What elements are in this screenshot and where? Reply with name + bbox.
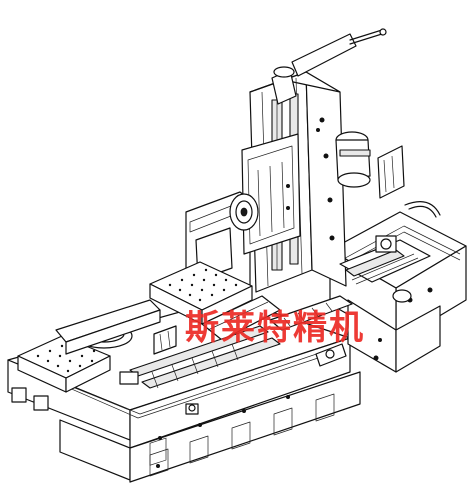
way-cover [269, 295, 353, 367]
z-axis-motor [271, 28, 387, 105]
rear-pallet-holes [168, 268, 238, 302]
rotary-table [55, 299, 161, 355]
rear-pallet [149, 261, 281, 341]
front-rails [119, 325, 281, 415]
headstock [229, 133, 301, 255]
x-axis-slide [339, 235, 431, 303]
spindle-motor [335, 131, 405, 199]
